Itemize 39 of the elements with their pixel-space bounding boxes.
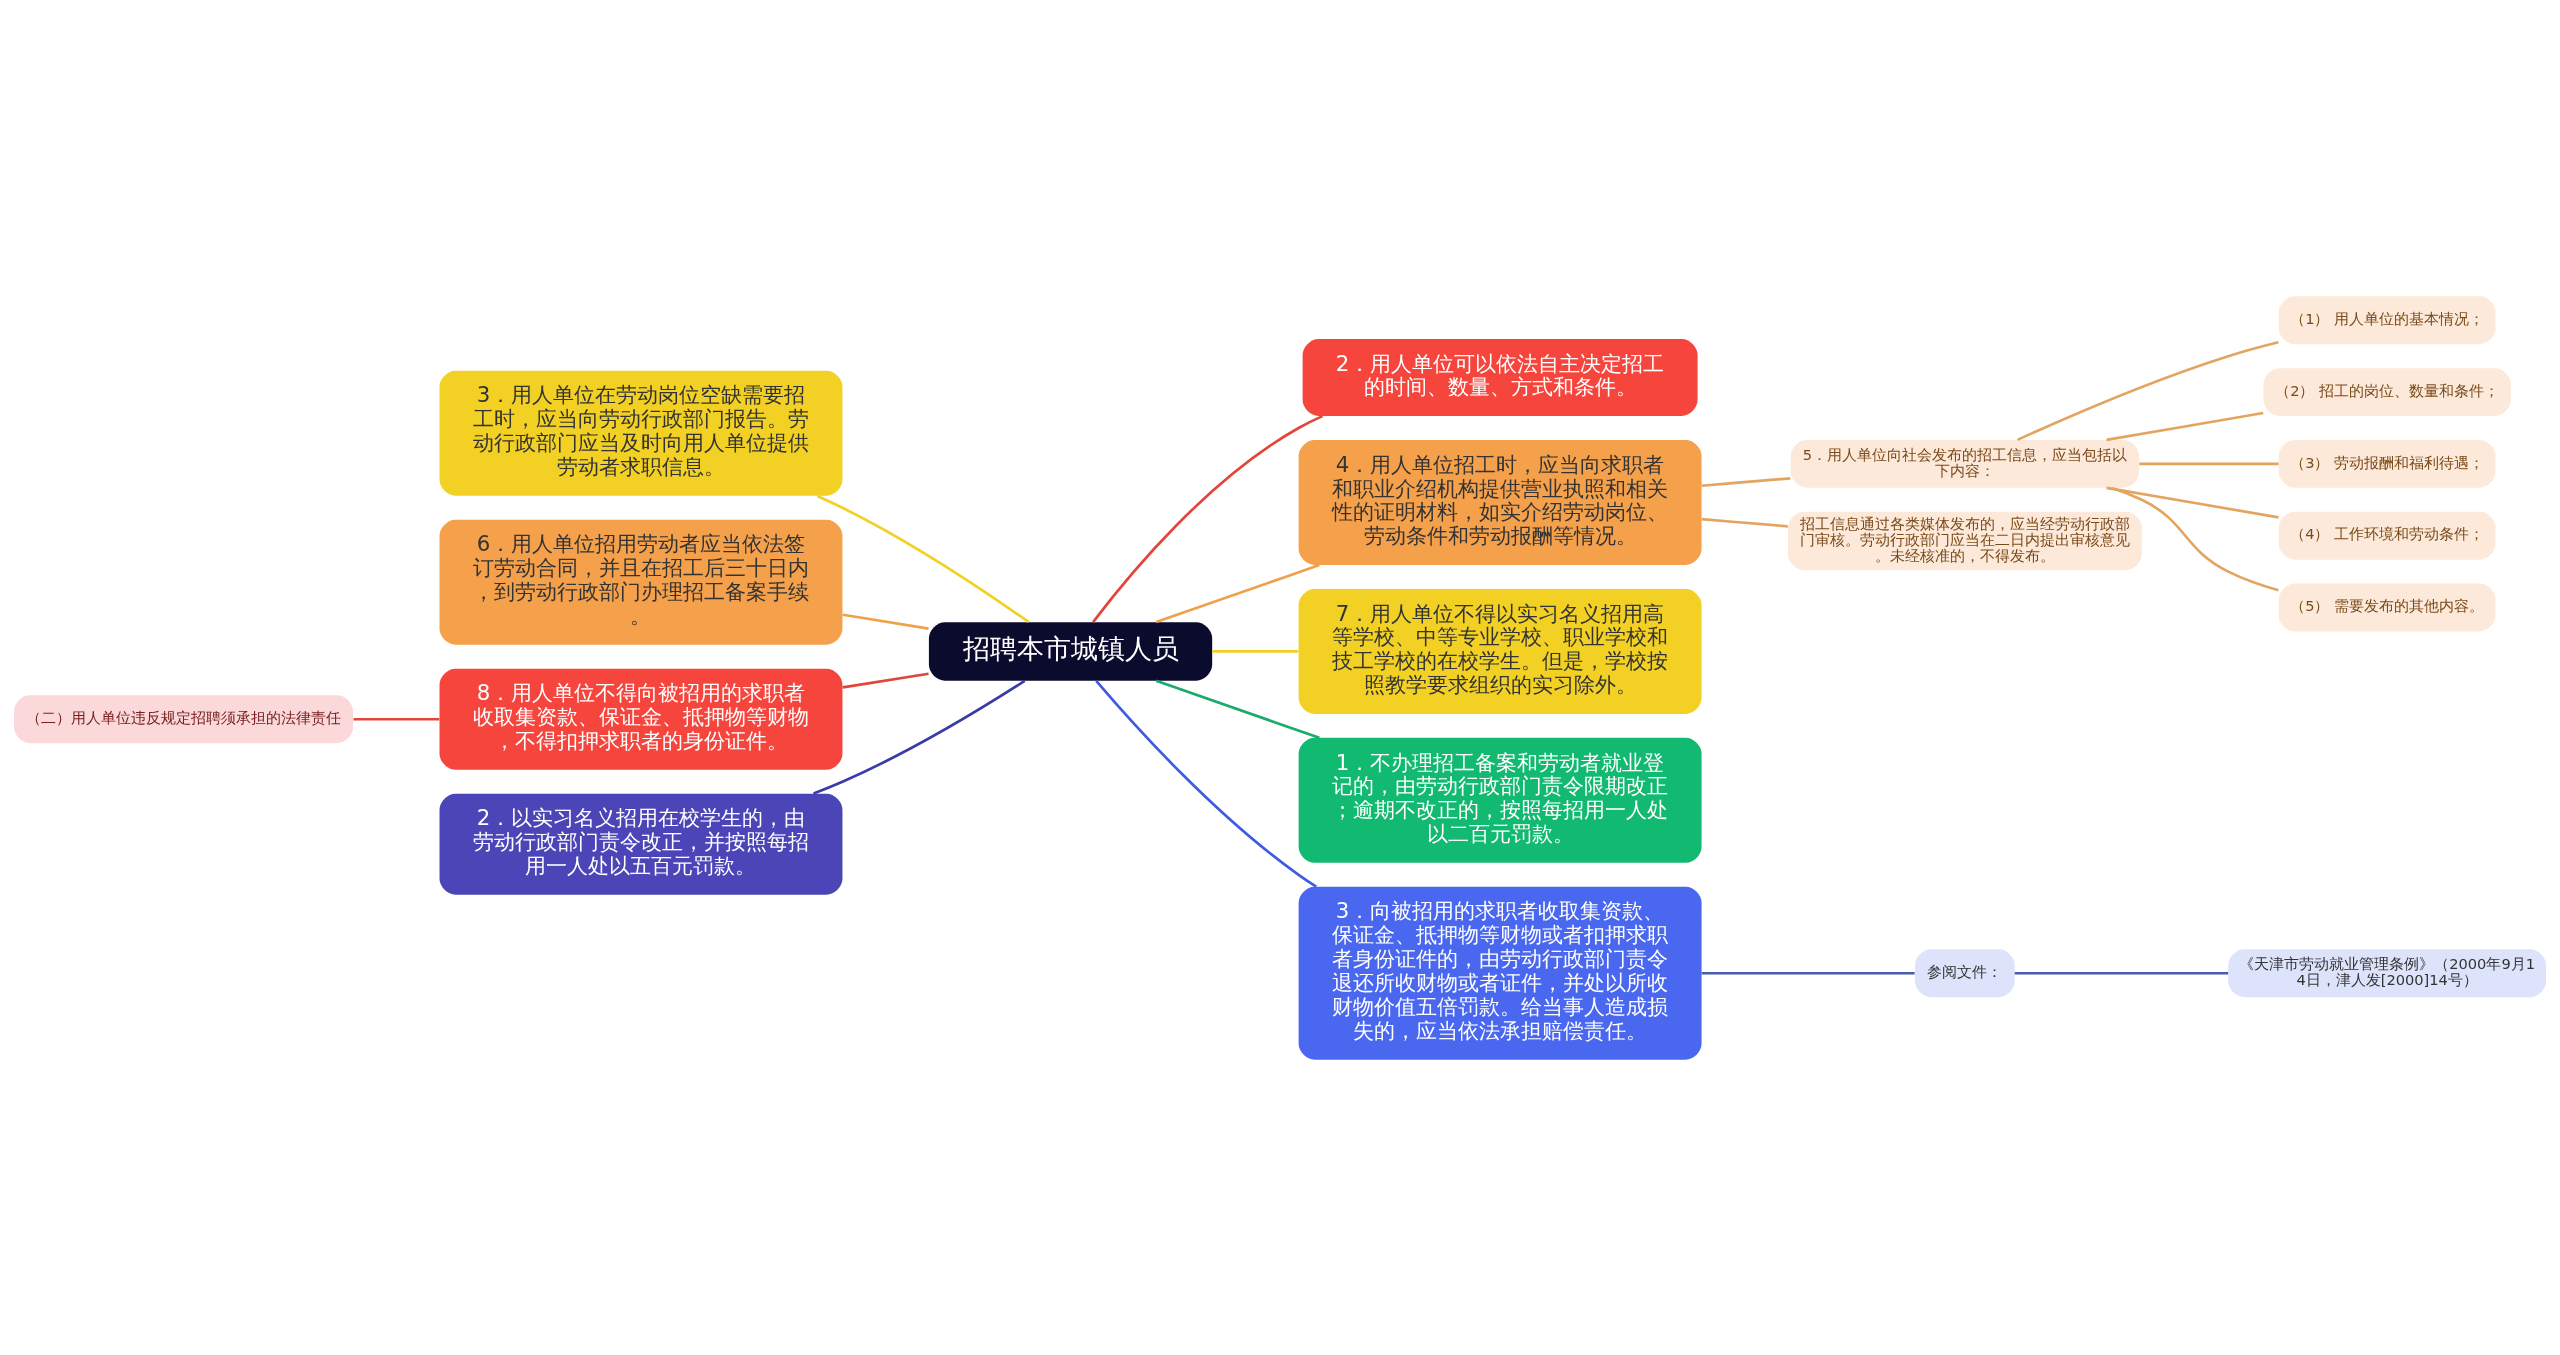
connector [1095, 679, 1317, 888]
node-box: （1） 用人单位的基本情况； [2278, 295, 2496, 344]
connector [1701, 476, 1791, 487]
connector [1155, 679, 1320, 739]
connector [1155, 563, 1320, 623]
connector [2111, 486, 2279, 591]
node-box: 1．不办理招工备案和劳动者就业登记的，由劳动行政部门责令限期改正；逾期不改正的，按照每招用一人处以二百元罚款。 [1298, 737, 1702, 863]
node-box: 招聘本市城镇人员 [928, 621, 1213, 681]
node-box: 《天津市劳动就业管理条例》（2000年9月14日，津人发[2000]14号） [2228, 948, 2547, 997]
connector [2014, 971, 2229, 975]
connector [2139, 462, 2279, 465]
connector [353, 717, 440, 721]
node-box: 8．用人单位不得向被招用的求职者收取集资款、保证金、抵押物等财物，不得扣押求职者的身份证件。 [439, 668, 843, 770]
connector [1701, 517, 1788, 528]
connector [2106, 486, 2279, 519]
connector [1701, 971, 1915, 975]
connector [1212, 649, 1299, 653]
connector [1092, 414, 1324, 623]
node-box: （5） 需要发布的其他内容。 [2278, 583, 2496, 631]
node-box: 4．用人单位招工时，应当向求职者和职业介绍机构提供营业执照和相关性的证明材料，如实介绍劳动岗位、劳动条件和劳动报酬等情况。 [1298, 439, 1702, 565]
node-box: 2．用人单位可以依法自主决定招工的时间、数量、方式和条件。 [1302, 338, 1698, 416]
node-box: 3．用人单位在劳动岗位空缺需要招工时，应当向劳动行政部门报告。劳动行政部门应当及时向用人单位提供劳动者求职信息。 [439, 370, 843, 496]
node-box: 招工信息通过各类媒体发布的，应当经劳动行政部门审核。劳动行政部门应当在二日内提出审核意见。未经核准的，不得发布。 [1788, 511, 2142, 570]
node-box: （二）用人单位违反规定招聘须承担的法律责任 [13, 694, 354, 743]
node-box: 6．用人单位招用劳动者应当依法签订劳动合同，并且在招工后三十日内，到劳动行政部门办理招工备案手续。 [439, 519, 843, 645]
node-box: 7．用人单位不得以实习名义招用高等学校、中等专业学校、职业学校和技工学校的在校学生。但是，学校按照教学要求组织的实习除外。 [1298, 588, 1702, 714]
node-box: （4） 工作环境和劳动条件； [2278, 511, 2496, 560]
node-box: （2） 招工的岗位、数量和条件； [2263, 367, 2511, 416]
connector [842, 612, 929, 630]
connector [813, 679, 1026, 795]
node-box: 5．用人单位向社会发布的招工信息，应当包括以下内容： [1790, 439, 2140, 488]
node-box: 2．以实习名义招用在校学生的，由劳动行政部门责令改正，并按照每招用一人处以五百元罚款。 [439, 793, 843, 895]
connector [2106, 411, 2264, 441]
connector [816, 494, 1030, 623]
connector [842, 671, 929, 689]
node-box: 3．向被招用的求职者收取集资款、保证金、抵押物等财物或者扣押求职者身份证件的，由劳动行政部门责令退还所收财物或者证件，并处以所收财物价值五倍罚款。给当事人造成损失的，应当依法承担赔偿责任。 [1298, 886, 1702, 1060]
connector [2016, 340, 2279, 441]
node-box: （3） 劳动报酬和福利待遇； [2278, 439, 2496, 488]
node-box: 参阅文件： [1915, 948, 2015, 997]
